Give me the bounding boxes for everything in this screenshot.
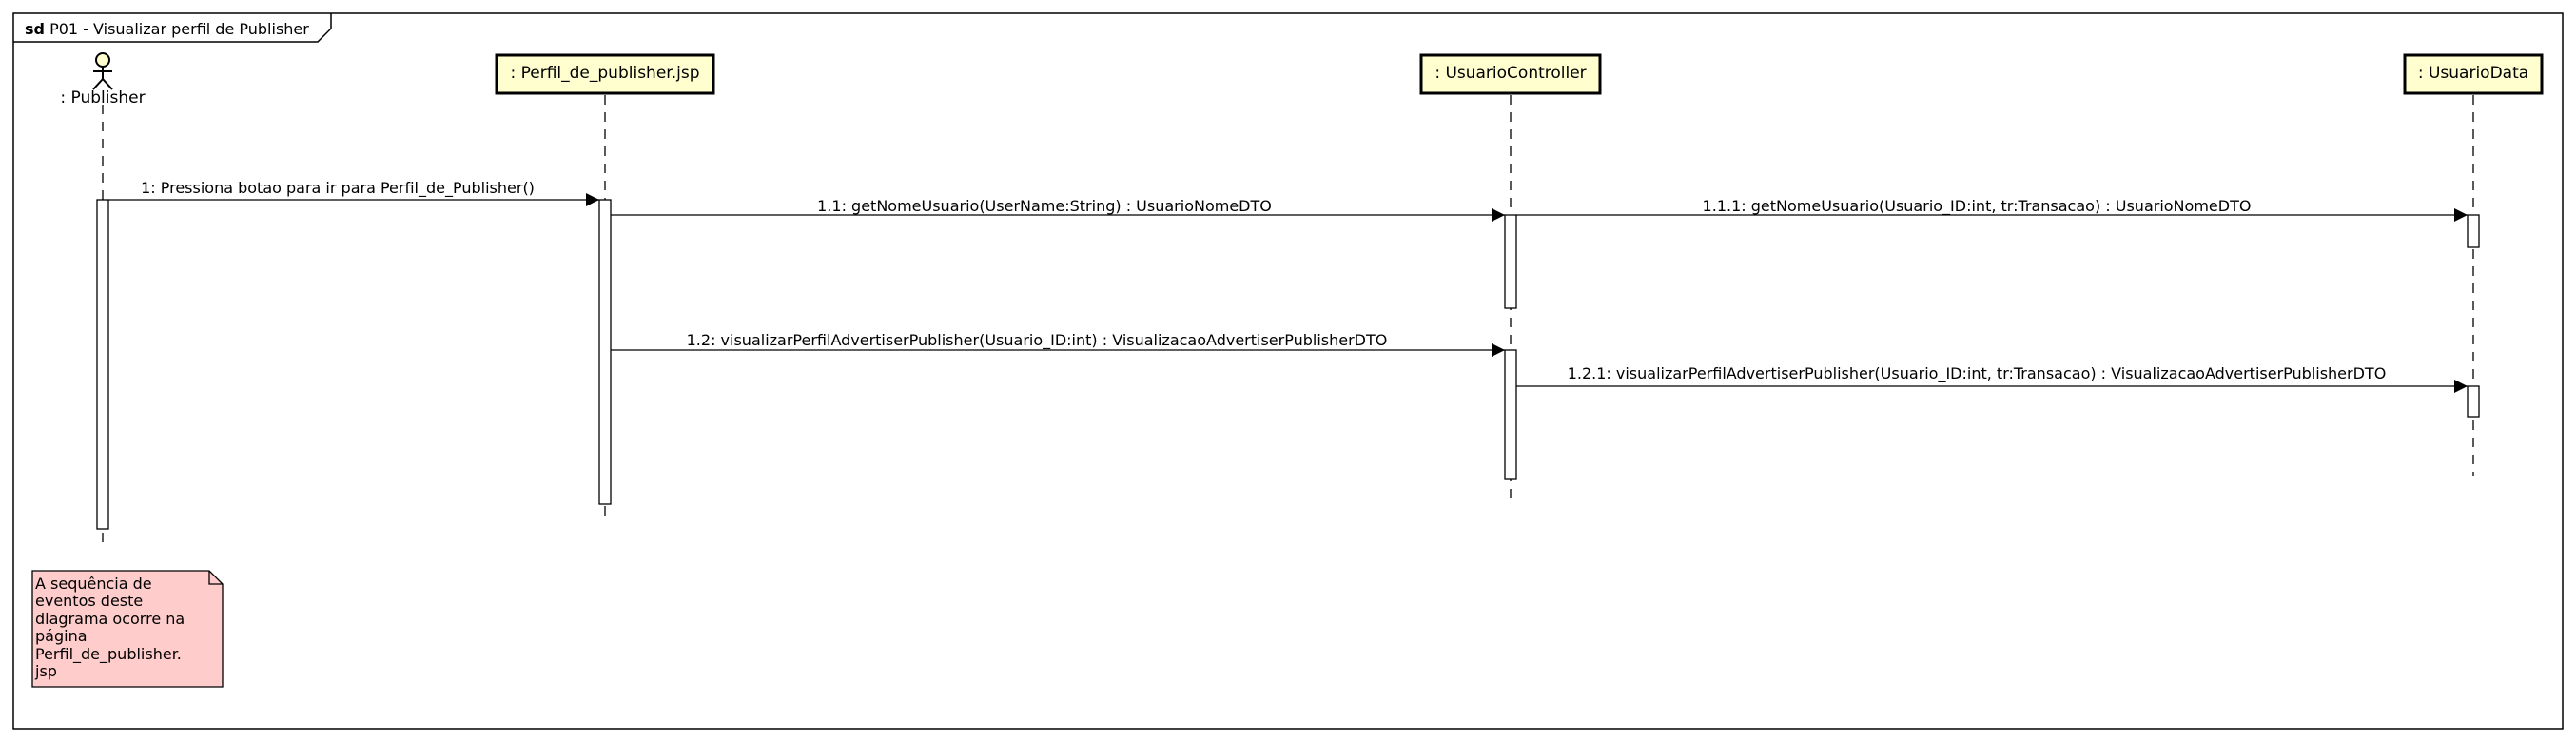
message-label: 1.1: getNomeUsuario(UserName:String) : U…	[817, 197, 1272, 215]
activation-publisher	[96, 199, 109, 530]
participant-label: : Perfil_de_publisher.jsp	[510, 64, 699, 83]
message-1-2-1: 1.2.1: visualizarPerfilAdvertiserPublish…	[1516, 364, 2468, 393]
frame-title-text: P01 - Visualizar perfil de Publisher	[49, 20, 309, 38]
participant-label: : UsuarioData	[2418, 64, 2528, 83]
message-label: 1.2.1: visualizarPerfilAdvertiserPublish…	[1568, 364, 2387, 383]
message-1-1-1: 1.1.1: getNomeUsuario(Usuario_ID:int, tr…	[1516, 197, 2468, 222]
note-line: A sequência de	[35, 575, 152, 593]
note-line: eventos deste	[35, 592, 143, 610]
message-label: 1: Pressiona botao para ir para Perfil_d…	[141, 179, 535, 198]
note-line: Perfil_de_publisher.	[35, 645, 182, 664]
message-1-2: 1.2: visualizarPerfilAdvertiserPublisher…	[611, 331, 1505, 357]
activation-controller-2	[1504, 349, 1517, 480]
participant-perfil-jsp: : Perfil_de_publisher.jsp	[495, 53, 715, 95]
message-label: 1.2: visualizarPerfilAdvertiserPublisher…	[687, 331, 1388, 350]
frame-keyword: sd	[25, 20, 45, 38]
message-label: 1.1.1: getNomeUsuario(Usuario_ID:int, tr…	[1703, 197, 2252, 216]
message-1: 1: Pressiona botao para ir para Perfil_d…	[108, 179, 599, 206]
activation-perfil-jsp	[598, 199, 612, 505]
note-line: jsp	[34, 662, 57, 680]
actor-label: : Publisher	[60, 88, 145, 107]
activation-data-2	[2467, 385, 2480, 418]
actor-head	[95, 52, 110, 68]
lifelines	[102, 95, 2474, 548]
diagram-frame: sd P01 - Visualizar perfil de Publisher	[12, 12, 2564, 730]
note: A sequência de eventos deste diagrama oc…	[31, 570, 224, 688]
activation-controller-1	[1504, 214, 1517, 309]
participant-usuario-controller: : UsuarioController	[1419, 53, 1602, 95]
actor-publisher	[92, 52, 113, 90]
frame-title: sd P01 - Visualizar perfil de Publisher	[25, 20, 309, 38]
note-line: página	[35, 627, 88, 645]
participant-usuario-data: : UsuarioData	[2403, 53, 2544, 95]
activation-bars	[96, 199, 2480, 530]
participant-label: : UsuarioController	[1434, 64, 1586, 83]
activation-data-1	[2467, 214, 2480, 248]
note-line: diagrama ocorre na	[35, 610, 185, 628]
message-1-1: 1.1: getNomeUsuario(UserName:String) : U…	[611, 197, 1505, 222]
